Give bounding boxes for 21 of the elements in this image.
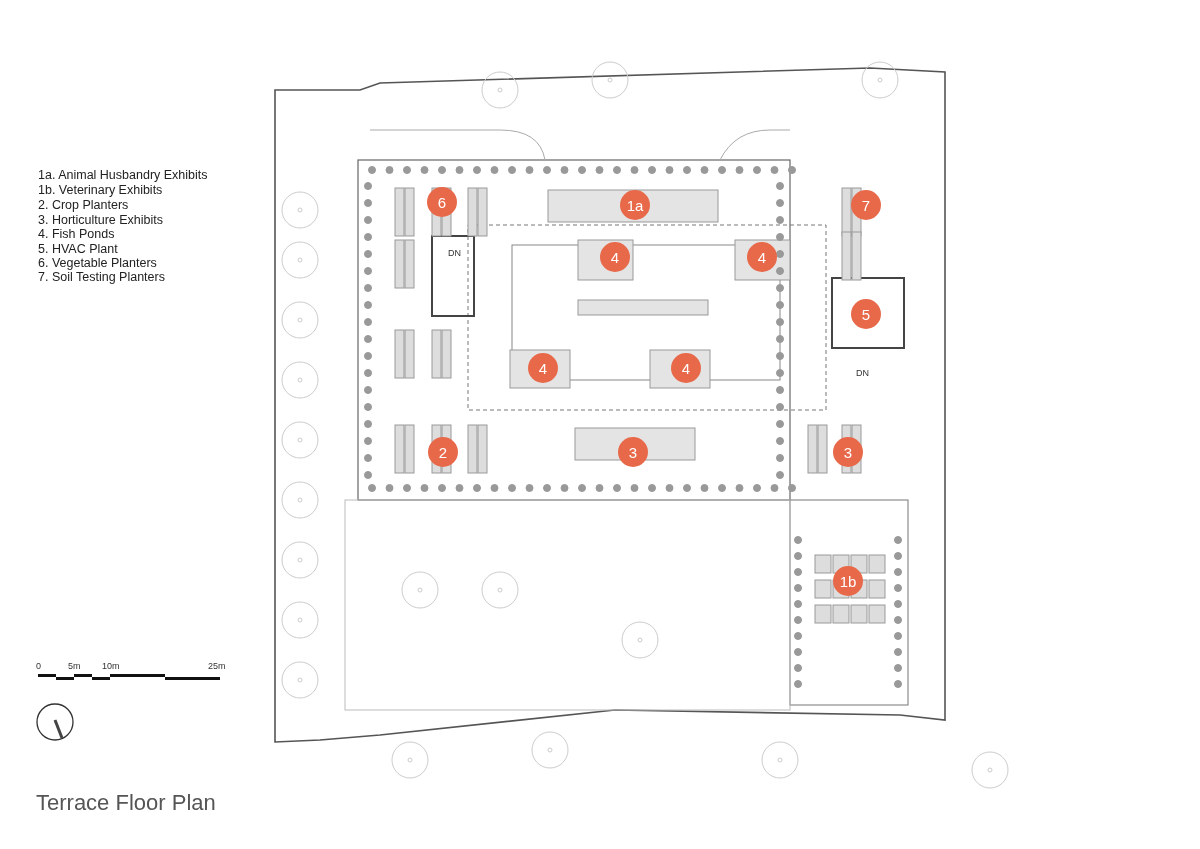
legend-entry: 6. Vegetable Planters [38, 256, 157, 270]
scale-label: 0 [36, 661, 41, 671]
legend-entry: 7. Soil Testing Planters [38, 270, 165, 284]
callout-number: 5 [851, 299, 881, 329]
stair-label: DN [856, 368, 869, 378]
callout-number: 6 [427, 187, 457, 217]
legend-entry: 3. Horticulture Exhibits [38, 213, 164, 227]
stair-label: DN [448, 248, 461, 258]
callout-number: 2 [428, 437, 458, 467]
legend-entry: 1a. Animal Husbandry Exhibits [38, 168, 208, 182]
scale-label: 25m [208, 661, 226, 671]
callout-number: 7 [851, 190, 881, 220]
legend-entry: 2. Crop Planters [38, 198, 129, 212]
scale-label: 5m [68, 661, 81, 671]
legend-entry: 5. HVAC Plant [38, 242, 118, 256]
legend-entry: 1b. Veterinary Exhibits [38, 183, 163, 197]
legend-entry: 4. Fish Ponds [38, 227, 115, 241]
plan-title: Terrace Floor Plan [36, 790, 216, 816]
callout-number: 3 [618, 437, 648, 467]
callout-number: 3 [833, 437, 863, 467]
scale-label: 10m [102, 661, 120, 671]
